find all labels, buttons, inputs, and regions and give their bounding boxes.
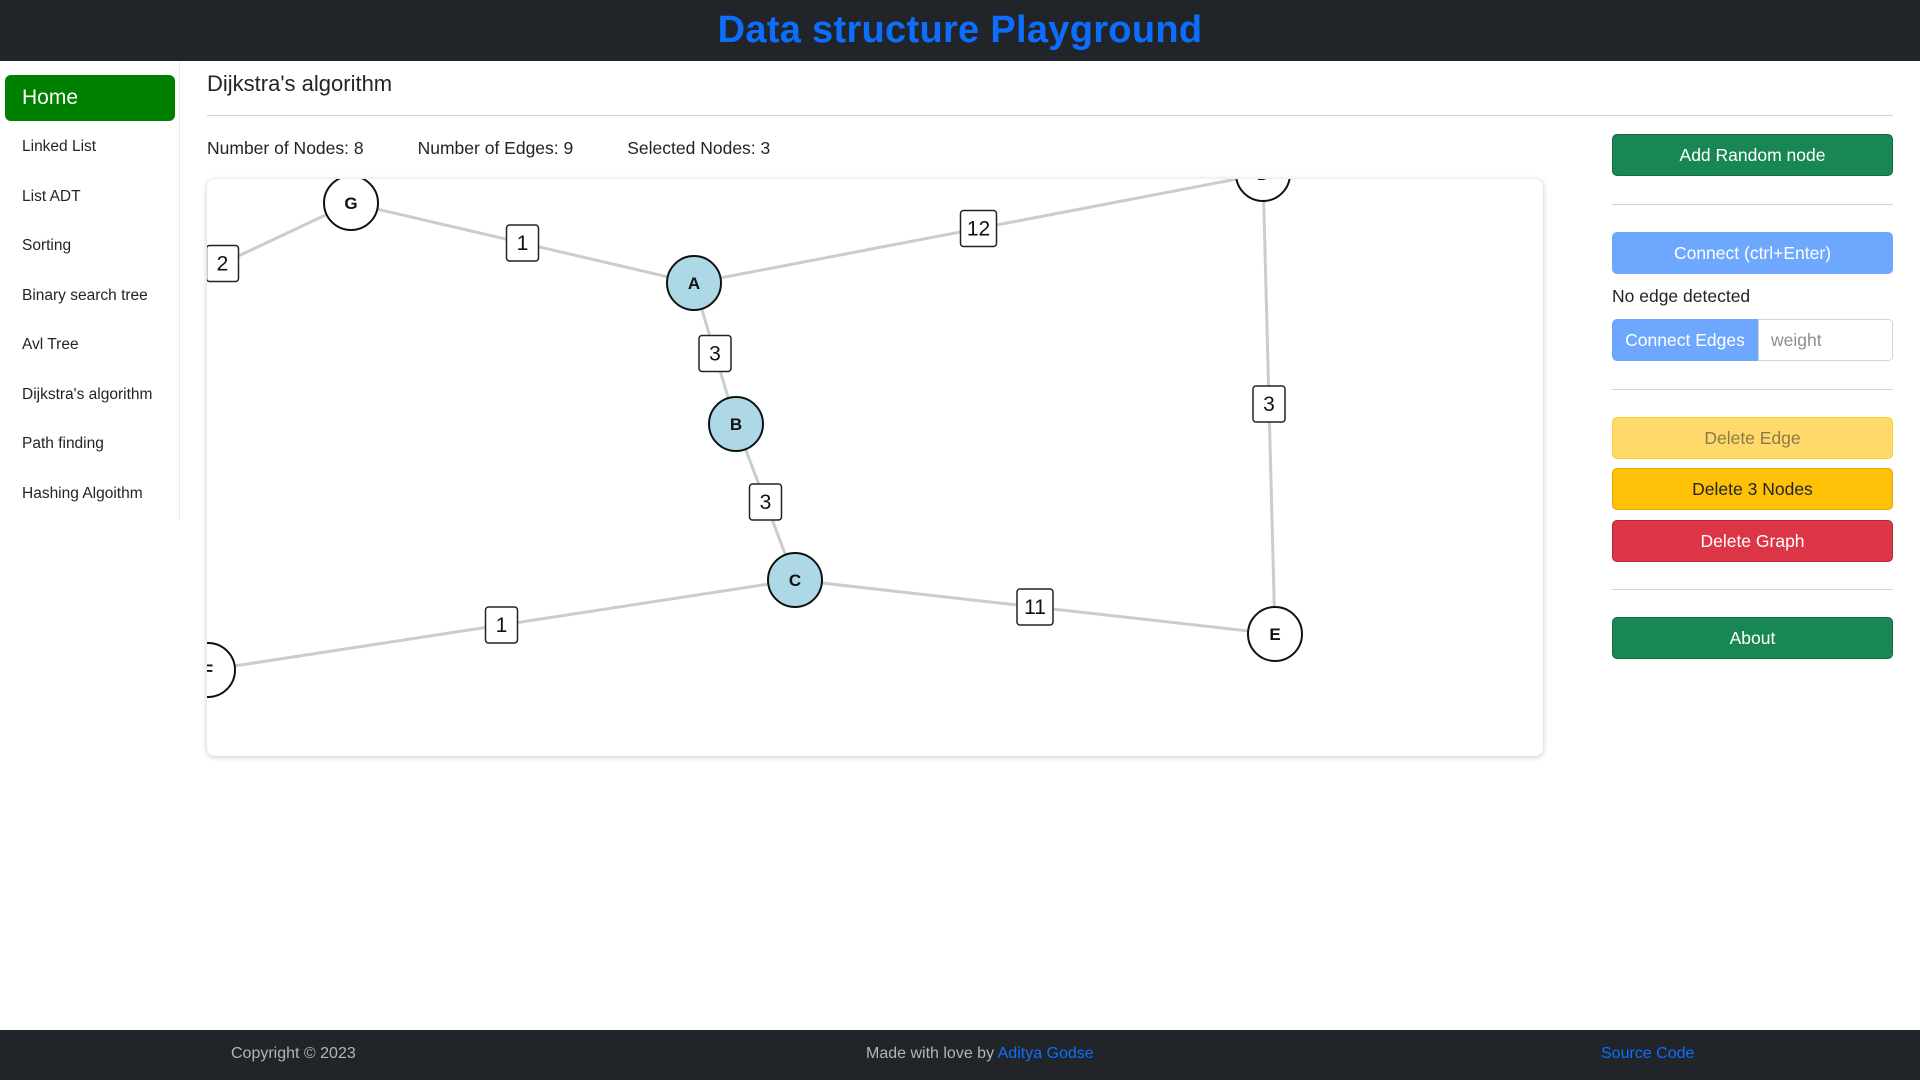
main-content: Dijkstra's algorithm Number of Nodes: 8 … (207, 61, 1893, 841)
edge-weight-text: 12 (967, 218, 990, 241)
edge-weight-text: 1 (517, 232, 529, 255)
controls: Add Random node Connect (ctrl+Enter) No … (1612, 134, 1893, 674)
graph-node-label: E (1269, 625, 1280, 644)
graph-node-label: C (789, 571, 801, 590)
graph-node-G[interactable]: G (323, 179, 379, 231)
sidebar-item-sorting[interactable]: Sorting (22, 237, 72, 254)
sidebar-item-hashing[interactable]: Hashing Algoithm (22, 485, 143, 502)
graph-node-B[interactable]: B (708, 396, 764, 452)
node-count: Number of Nodes: 8 (207, 138, 364, 158)
weight-input[interactable] (1758, 319, 1893, 361)
edge-count: Number of Edges: 9 (417, 138, 574, 158)
edge-weight-label[interactable]: 3 (1252, 385, 1286, 423)
made-with-love: Made with love by Aditya Godse (866, 1045, 1094, 1063)
graph-canvas[interactable]: 21123331111 ABCDEFGH (207, 179, 1543, 756)
graph-stats: Number of Nodes: 8 Number of Edges: 9 Se… (207, 138, 824, 159)
graph-node-label: D (1257, 179, 1269, 184)
graph-node-D[interactable]: D (1235, 179, 1291, 202)
app-title: Data structure Playground (717, 9, 1203, 51)
edge-status-text: No edge detected (1612, 286, 1751, 306)
graph-node-label: B (730, 415, 742, 434)
sidebar: Home Linked List List ADT Sorting Binary… (0, 61, 180, 520)
controls-divider (1612, 589, 1893, 590)
edge-weight-text: 1 (496, 614, 508, 637)
sidebar-item-dijkstra[interactable]: Dijkstra's algorithm (22, 386, 153, 403)
sidebar-item-home[interactable]: Home (5, 75, 175, 121)
sidebar-item-avl-tree[interactable]: Avl Tree (22, 336, 79, 353)
edge-weight-text: 2 (217, 253, 229, 276)
controls-divider (1612, 389, 1893, 390)
delete-graph-button[interactable]: Delete Graph (1612, 520, 1893, 562)
copyright-text: Copyright © 2023 (231, 1045, 356, 1062)
sidebar-item-binary-search-tree[interactable]: Binary search tree (22, 287, 148, 304)
edge-weight-label[interactable]: 3 (698, 334, 732, 373)
sidebar-item-path-finding[interactable]: Path finding (22, 435, 104, 452)
edge-weight-text: 3 (1263, 393, 1275, 416)
graph-node-label: G (344, 194, 357, 213)
edge-weight-label[interactable]: 2 (207, 244, 240, 283)
connect-edges-button[interactable]: Connect Edges (1612, 319, 1758, 361)
graph-node-F[interactable]: F (207, 642, 236, 698)
author-link[interactable]: Aditya Godse (997, 1045, 1094, 1062)
graph-node-E[interactable]: E (1247, 606, 1303, 662)
edge-weight-text: 3 (760, 491, 772, 514)
controls-divider (1612, 204, 1893, 205)
graph-node-A[interactable]: A (666, 255, 722, 311)
delete-edge-button[interactable]: Delete Edge (1612, 417, 1893, 459)
edge-weight-label[interactable]: 11 (1016, 588, 1054, 626)
graph-node-label: F (207, 661, 213, 680)
connect-edges-group: Connect Edges (1612, 319, 1893, 361)
graph-node-label: A (688, 274, 700, 293)
page-title: Dijkstra's algorithm (207, 71, 393, 96)
edge-weight-text: 11 (1024, 596, 1046, 619)
add-random-node-button[interactable]: Add Random node (1612, 134, 1893, 176)
edge-weight-label[interactable]: 12 (959, 209, 998, 248)
edge-weight-label[interactable]: 1 (484, 606, 519, 644)
top-navbar: Data structure Playground (0, 0, 1920, 61)
selected-count: Selected Nodes: 3 (627, 138, 771, 158)
footer: Copyright © 2023 Made with love by Adity… (0, 1030, 1920, 1080)
source-code-link[interactable]: Source Code (1601, 1045, 1695, 1062)
about-button[interactable]: About (1612, 617, 1893, 659)
delete-nodes-button[interactable]: Delete 3 Nodes (1612, 468, 1893, 510)
graph-node-C[interactable]: C (767, 552, 823, 608)
graph-edge-H-F[interactable] (207, 324, 210, 671)
connect-button[interactable]: Connect (ctrl+Enter) (1612, 232, 1893, 274)
edge-weight-label[interactable]: 3 (748, 483, 783, 521)
sidebar-item-linked-list[interactable]: Linked List (22, 138, 97, 155)
edge-weight-text: 3 (709, 343, 721, 366)
graph-svg[interactable]: 21123331111 ABCDEFGH (207, 179, 1543, 756)
sidebar-item-list-adt[interactable]: List ADT (22, 188, 81, 205)
title-divider (207, 115, 1893, 116)
made-prefix: Made with love by (866, 1045, 995, 1062)
edge-weight-label[interactable]: 1 (505, 224, 540, 262)
